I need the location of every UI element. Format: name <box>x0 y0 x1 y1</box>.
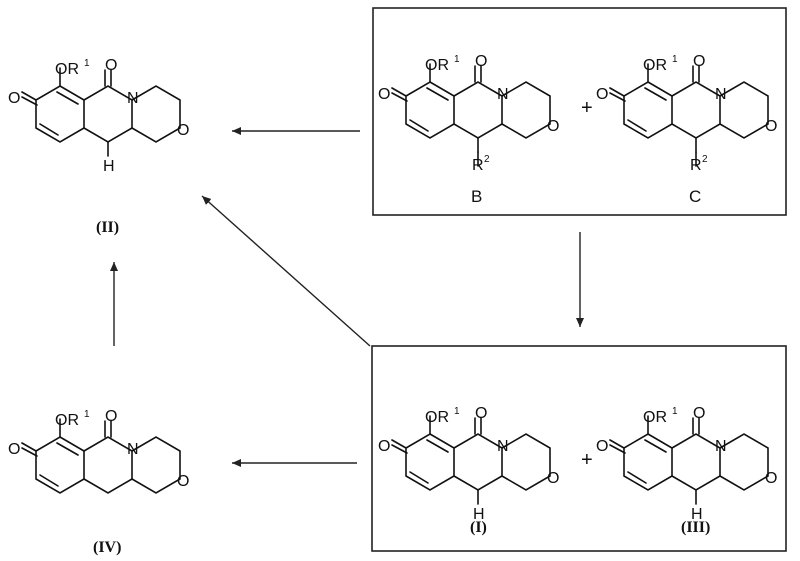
compound-b-r2-sup: 2 <box>484 154 490 165</box>
compound-i-morph-o: O <box>547 470 559 487</box>
compound-iv-r1-sup: 1 <box>84 409 90 420</box>
compound-c-r2: R <box>690 157 702 174</box>
box-b-c <box>372 7 787 216</box>
compound-i-n: N <box>497 438 509 455</box>
compound-c-structure <box>609 63 769 167</box>
compound-ii-r1-sup: 1 <box>84 58 90 69</box>
compound-b-ring-o: O <box>378 86 390 103</box>
plus-sign-top: + <box>581 97 593 119</box>
compound-iii-r1-sup: 1 <box>672 406 678 417</box>
label-compound-iv: (IV) <box>93 539 121 556</box>
compound-c-amide-o: O <box>693 53 705 70</box>
compound-ii-ring-o: O <box>8 90 20 107</box>
compound-ii-oxygen-or: OR <box>55 61 79 78</box>
compound-iv-structure <box>21 418 181 494</box>
compound-iii-ring-o: O <box>596 438 608 455</box>
compound-iv-amide-o: O <box>105 408 117 425</box>
label-compound-iii: (III) <box>681 519 710 536</box>
compound-c-r2-sup: 2 <box>702 154 708 165</box>
compound-i-r1-sup: 1 <box>454 406 460 417</box>
compound-ii-h: H <box>103 158 115 175</box>
compound-iv-n: N <box>127 441 139 458</box>
label-compound-i: (I) <box>470 519 487 536</box>
compound-iii-oxygen-or: OR <box>643 409 667 426</box>
compound-c-ring-o: O <box>596 86 608 103</box>
compound-b-r2: R <box>472 157 484 174</box>
compound-b-n: N <box>497 86 509 103</box>
compound-iii-n: N <box>715 438 727 455</box>
compound-ii-amide-o: O <box>105 57 117 74</box>
label-compound-b: B <box>471 187 482 206</box>
compound-iii-structure <box>609 415 769 505</box>
compound-i-amide-o: O <box>475 405 487 422</box>
compound-c-r1-sup: 1 <box>672 54 678 65</box>
compound-i-oxygen-or: OR <box>425 409 449 426</box>
compound-b-amide-o: O <box>475 53 487 70</box>
compound-iv-ring-o: O <box>8 441 20 458</box>
label-compound-c: C <box>689 187 701 206</box>
plus-sign-bottom: + <box>581 449 593 471</box>
label-compound-ii: (II) <box>96 219 119 236</box>
compound-b-oxygen-or: OR <box>425 57 449 74</box>
compound-iii-morph-o: O <box>765 470 777 487</box>
compound-c-oxygen-or: OR <box>643 57 667 74</box>
compound-i-h: H <box>473 506 485 523</box>
compound-c-n: N <box>715 86 727 103</box>
compound-ii-structure <box>21 67 181 157</box>
compound-b-morph-o: O <box>547 118 559 135</box>
arrow-i-iii-to-ii <box>201 195 371 347</box>
compound-c-morph-o: O <box>765 118 777 135</box>
compound-i-ring-o: O <box>378 438 390 455</box>
compound-iii-h: H <box>691 506 703 523</box>
compound-ii-morph-o: O <box>177 122 189 139</box>
compound-b-structure <box>391 63 551 167</box>
compound-iii-amide-o: O <box>693 405 705 422</box>
box-i-iii <box>371 345 787 552</box>
compound-iv-oxygen-or: OR <box>55 412 79 429</box>
compound-i-structure <box>391 415 551 505</box>
compound-b-r1-sup: 1 <box>454 54 460 65</box>
compound-iv-morph-o: O <box>177 473 189 490</box>
compound-ii-n: N <box>127 90 139 107</box>
